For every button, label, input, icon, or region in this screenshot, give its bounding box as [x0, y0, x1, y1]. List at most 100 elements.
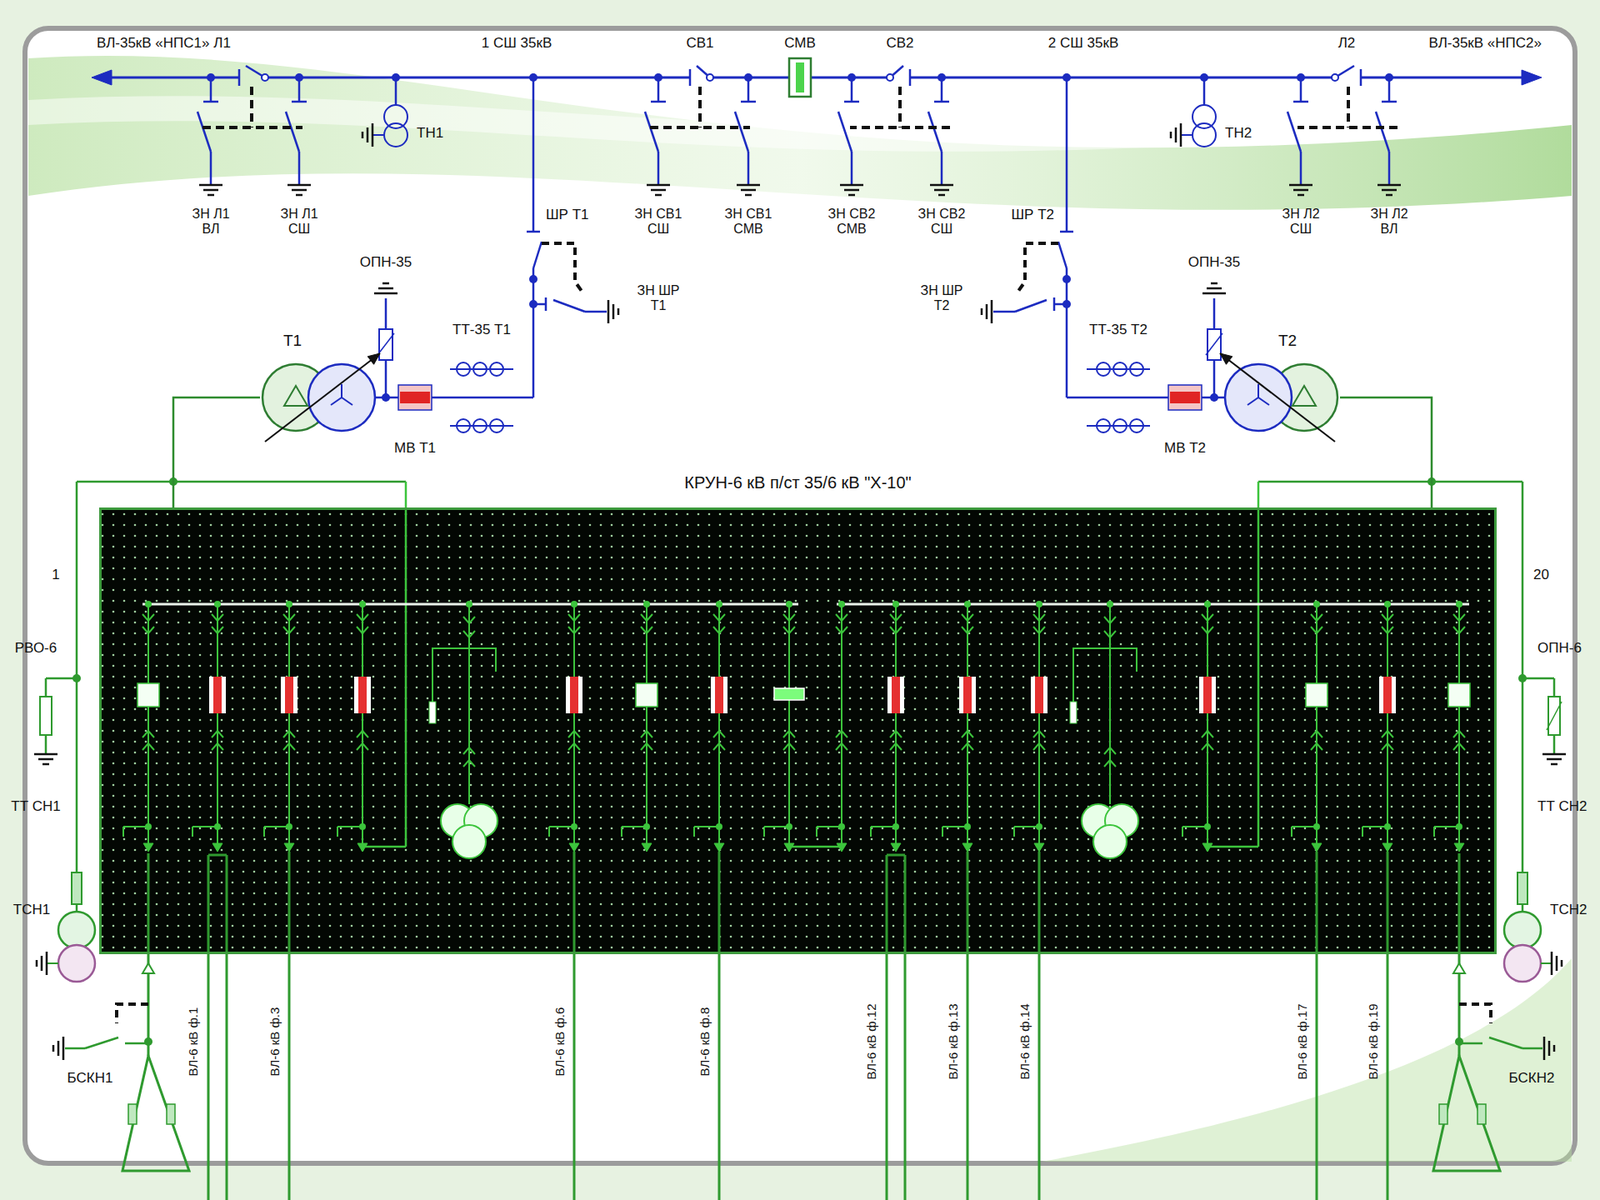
component-label: ТН2: [1225, 125, 1252, 142]
earthing-switch: [291, 100, 307, 104]
ground-symbol: [607, 300, 610, 324]
component-label: Л2: [1338, 35, 1356, 52]
component-label: 2 СШ 35кВ: [1048, 35, 1119, 52]
plug-contact: [1453, 614, 1465, 621]
plug-contact: [835, 743, 848, 750]
component-label: ЗН Л2 ВЛ: [1362, 206, 1416, 238]
plug-contact: [142, 730, 155, 738]
component-label: ШР Т2: [1011, 206, 1055, 224]
circuit-breaker: [1199, 676, 1216, 714]
plug-contact: [783, 730, 795, 738]
cell-wire: [362, 845, 406, 849]
earthing-switch: [694, 825, 720, 828]
cell-wire: [1073, 648, 1137, 692]
star-symbol: [330, 397, 342, 405]
earthing-switch: [191, 826, 194, 837]
circuit-breaker: [1379, 676, 1396, 714]
plug-contact: [1310, 626, 1323, 634]
tap-changer-arrow: [1220, 353, 1335, 442]
feeder-line: [1038, 851, 1041, 1200]
earthing-switch: [1290, 826, 1293, 837]
cell-wire: [361, 604, 364, 844]
connector-wire: [1340, 397, 1432, 508]
plug-contact: [463, 760, 475, 767]
earthing-switch: [850, 151, 854, 185]
ground-symbol: [990, 300, 994, 324]
busbar-6kv: [836, 603, 1470, 606]
cable-terminal: [962, 843, 973, 852]
aux-transformer: [58, 945, 95, 982]
earthing-switch: [1433, 826, 1435, 837]
circuit-breaker: [1170, 391, 1200, 404]
feeder-line: [885, 855, 889, 1200]
aux-transformer: [1504, 911, 1541, 949]
mechanical-linkage: [898, 86, 902, 128]
feeder-line: [1315, 851, 1319, 1200]
wire-6kv: [75, 904, 79, 912]
component-label: ЗН СВ1 СМВ: [721, 206, 775, 238]
plug-contact: [1310, 730, 1323, 738]
wire-6kv: [45, 678, 48, 697]
cable-terminal: [836, 843, 847, 852]
earthing-switch: [815, 826, 818, 837]
earthing-switch: [585, 310, 607, 314]
plug-contact: [835, 730, 848, 738]
cell-wire: [1458, 604, 1460, 844]
plug-contact: [1453, 730, 1465, 738]
ground-symbol: [1381, 189, 1397, 192]
component-label: ТТ-35 Т1: [452, 321, 511, 339]
cable-mark: [142, 963, 155, 974]
current-transformer: [1096, 419, 1110, 433]
component-label: 20: [1533, 566, 1550, 584]
voltage-transformer: [1192, 105, 1216, 129]
circuit-breaker: [570, 676, 579, 714]
current-transformer: [1096, 362, 1110, 376]
tap-changer-arrow: [265, 353, 380, 442]
plug-contact: [568, 626, 580, 634]
plug-contact: [211, 614, 224, 621]
earthing-switch: [1181, 826, 1184, 837]
junction-dot: [529, 275, 538, 284]
capacitor-bank: [122, 1055, 190, 1171]
current-transformer: [490, 419, 504, 433]
component-label: ТТ-35 Т2: [1089, 321, 1148, 339]
wire-6kv: [45, 677, 77, 680]
surge-arrester: [377, 333, 395, 355]
tap-changer-arrow: [1220, 353, 1233, 365]
earthing-switch: [740, 100, 756, 104]
earthing-switch: [548, 826, 550, 837]
plug-contact: [1104, 630, 1116, 638]
decor-swoosh: [1041, 958, 1572, 1162]
cable-terminal: [641, 843, 652, 852]
capacitor: [166, 1104, 175, 1125]
plug-contact: [463, 747, 475, 755]
plug-contact: [783, 614, 795, 621]
current-transformer: [1130, 362, 1144, 376]
tap-changer-arrow: [367, 353, 380, 365]
voltage-transformer: [1203, 77, 1206, 105]
voltage-transformer: [384, 123, 408, 147]
earthing-switch: [210, 151, 213, 185]
earthing-switch: [645, 111, 659, 152]
wire-6kv: [45, 735, 48, 755]
earthing-switch: [65, 1047, 85, 1050]
disconnector: [1060, 230, 1074, 234]
earthing-switch: [210, 77, 213, 102]
voltage-transformer: [452, 825, 486, 859]
earthing-switch: [123, 825, 149, 828]
wire-6kv: [405, 481, 408, 847]
disconnector: [1331, 74, 1339, 81]
plug-contact: [211, 626, 224, 634]
feeder-line: [718, 851, 721, 1200]
ground-symbol: [295, 194, 303, 197]
surge-arrester: [1546, 701, 1562, 730]
component-label: МВ Т1: [394, 440, 436, 457]
ground-symbol: [42, 763, 50, 766]
circuit-breaker: [1168, 385, 1202, 410]
ground-symbol: [612, 304, 615, 320]
feeder-line: [886, 854, 905, 857]
feeder-label: ВЛ-6 кВ ф.8: [697, 1007, 712, 1077]
mechanical-linkage: [250, 86, 254, 128]
circuit-breaker: [280, 676, 298, 714]
